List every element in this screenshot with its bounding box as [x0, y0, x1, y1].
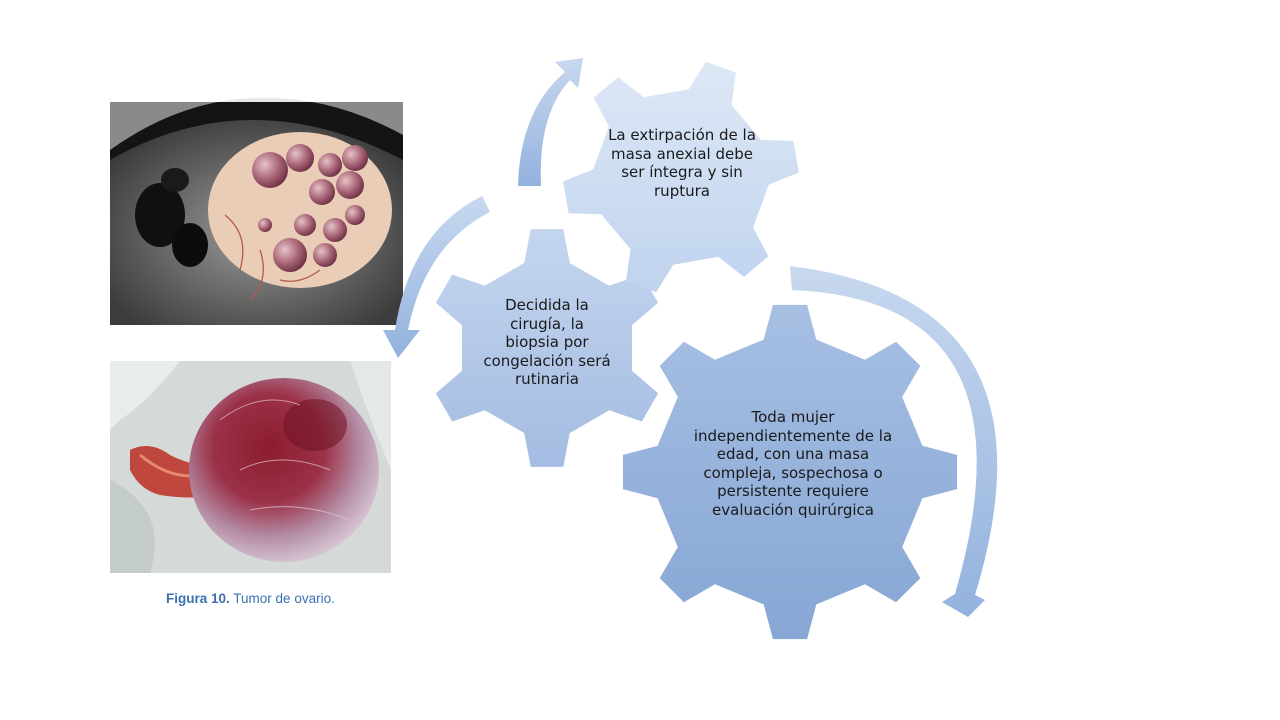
gear-large	[622, 304, 958, 640]
ovarian-tumor-photo-icon	[189, 378, 379, 562]
gear-medium	[435, 229, 659, 467]
caption-label: Figura 10.	[166, 591, 230, 606]
specimen-image	[110, 361, 391, 573]
arrow-top	[518, 58, 583, 186]
cycle-arrows	[383, 58, 998, 617]
gear-small	[563, 61, 799, 293]
arrow-left	[383, 196, 490, 358]
gear-large-text: Toda mujer independientemente de la edad…	[693, 408, 893, 519]
gear-medium-text: Decidida la cirugía, la biopsia por cong…	[483, 296, 611, 388]
ultrasound-image	[110, 97, 403, 325]
caption-text: Tumor de ovario.	[233, 591, 335, 606]
gear-small-text: La extirpación de la masa anexial debe s…	[608, 126, 756, 200]
ovarian-ultrasound-illustration-icon	[224, 144, 368, 301]
arrow-right	[790, 266, 998, 617]
figure-caption: Figura 10. Tumor de ovario.	[166, 591, 335, 606]
